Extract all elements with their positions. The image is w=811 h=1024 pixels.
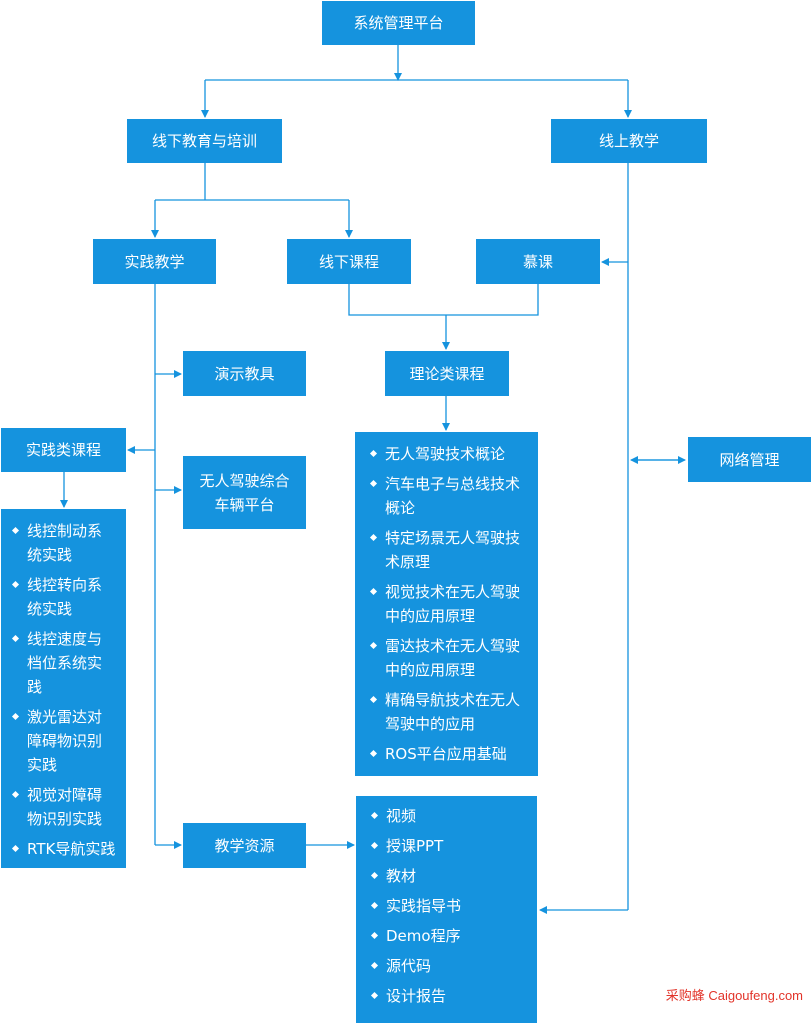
- list-item: 线控制动系统实践: [11, 519, 116, 567]
- list-item: 特定场景无人驾驶技术原理: [369, 526, 526, 574]
- list-item: 激光雷达对障碍物识别实践: [11, 705, 116, 777]
- list-item: 线控转向系统实践: [11, 573, 116, 621]
- practice-course-node: 实践类课程: [1, 428, 126, 472]
- list-item: 精确导航技术在无人驾驶中的应用: [369, 688, 526, 736]
- teaching-resources-node: 教学资源: [183, 823, 306, 868]
- theory-course-node: 理论类课程: [385, 351, 509, 396]
- demo-tools-node: 演示教具: [183, 351, 306, 396]
- offline-course-node: 线下课程: [287, 239, 411, 284]
- mooc-node: 慕课: [476, 239, 600, 284]
- online-teaching-node: 线上教学: [551, 119, 707, 163]
- offline-education-node: 线下教育与培训: [127, 119, 282, 163]
- resource-items-list: 视频 授课PPT 教材 实践指导书 Demo程序 源代码 设计报告: [356, 796, 537, 1023]
- list-item: 实践指导书: [370, 894, 525, 918]
- network-management-node: 网络管理: [688, 437, 811, 482]
- edge-offline-course-down: [348, 284, 539, 316]
- list-item: 线控速度与档位系统实践: [11, 627, 116, 699]
- list-item: 视频: [370, 804, 525, 828]
- list-item: Demo程序: [370, 924, 525, 948]
- list-item: 源代码: [370, 954, 525, 978]
- vehicle-platform-node: 无人驾驶综合车辆平台: [183, 456, 306, 529]
- theory-items-list: 无人驾驶技术概论 汽车电子与总线技术概论 特定场景无人驾驶技术原理 视觉技术在无…: [355, 432, 538, 776]
- list-item: 教材: [370, 864, 525, 888]
- list-item: 授课PPT: [370, 834, 525, 858]
- system-platform-node: 系统管理平台: [322, 1, 475, 45]
- list-item: ROS平台应用基础: [369, 742, 526, 766]
- list-item: 无人驾驶技术概论: [369, 442, 526, 466]
- list-item: RTK导航实践: [11, 837, 116, 861]
- watermark: 采购蜂 Caigoufeng.com: [665, 988, 803, 1003]
- practice-teaching-node: 实践教学: [93, 239, 216, 284]
- list-item: 设计报告: [370, 984, 525, 1008]
- list-item: 汽车电子与总线技术概论: [369, 472, 526, 520]
- list-item: 视觉技术在无人驾驶中的应用原理: [369, 580, 526, 628]
- list-item: 雷达技术在无人驾驶中的应用原理: [369, 634, 526, 682]
- list-item: 视觉对障碍物识别实践: [11, 783, 116, 831]
- practice-items-list: 线控制动系统实践 线控转向系统实践 线控速度与档位系统实践 激光雷达对障碍物识别…: [1, 509, 126, 868]
